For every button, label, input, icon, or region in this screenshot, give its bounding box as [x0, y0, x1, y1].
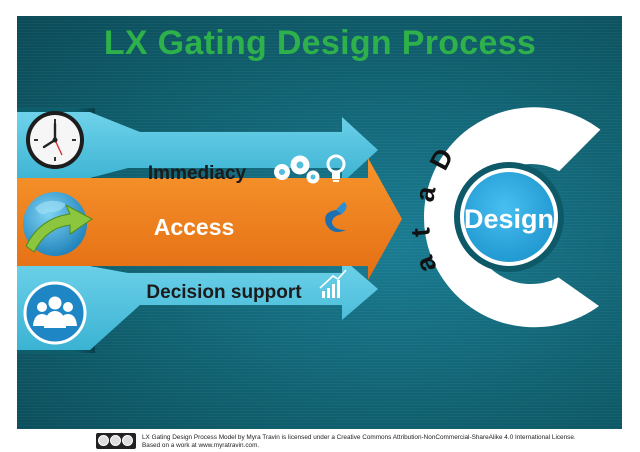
- design-label: Design: [464, 204, 554, 234]
- data-letter-a2: a: [409, 251, 443, 277]
- data-letter-a1: a: [409, 183, 441, 204]
- access-arrow: [17, 158, 402, 280]
- page-title: LX Gating Design Process: [103, 24, 537, 62]
- access-label: Access: [154, 214, 235, 240]
- people-group-icon: [23, 281, 87, 345]
- decision-support-label: Decision support: [146, 282, 302, 303]
- clock-icon: [26, 111, 84, 169]
- license-source-text: Based on a work at www.myratravin.com.: [142, 442, 260, 449]
- creative-commons-icon[interactable]: [96, 433, 136, 449]
- license-text: LX Gating Design Process Model by Myra T…: [142, 434, 576, 441]
- data-letter-t: t: [405, 227, 436, 239]
- lightbulb-icon: [326, 154, 346, 182]
- immediacy-label: Immediacy: [148, 163, 247, 184]
- swirl-icon: [325, 202, 347, 232]
- immediacy-arrow: [17, 112, 378, 183]
- gears-icon: [274, 155, 320, 184]
- design-core: Design: [454, 162, 564, 272]
- decision-support-arrow: [17, 258, 378, 350]
- globe-arrow-icon: [23, 192, 93, 256]
- bar-chart-icon: [319, 269, 347, 298]
